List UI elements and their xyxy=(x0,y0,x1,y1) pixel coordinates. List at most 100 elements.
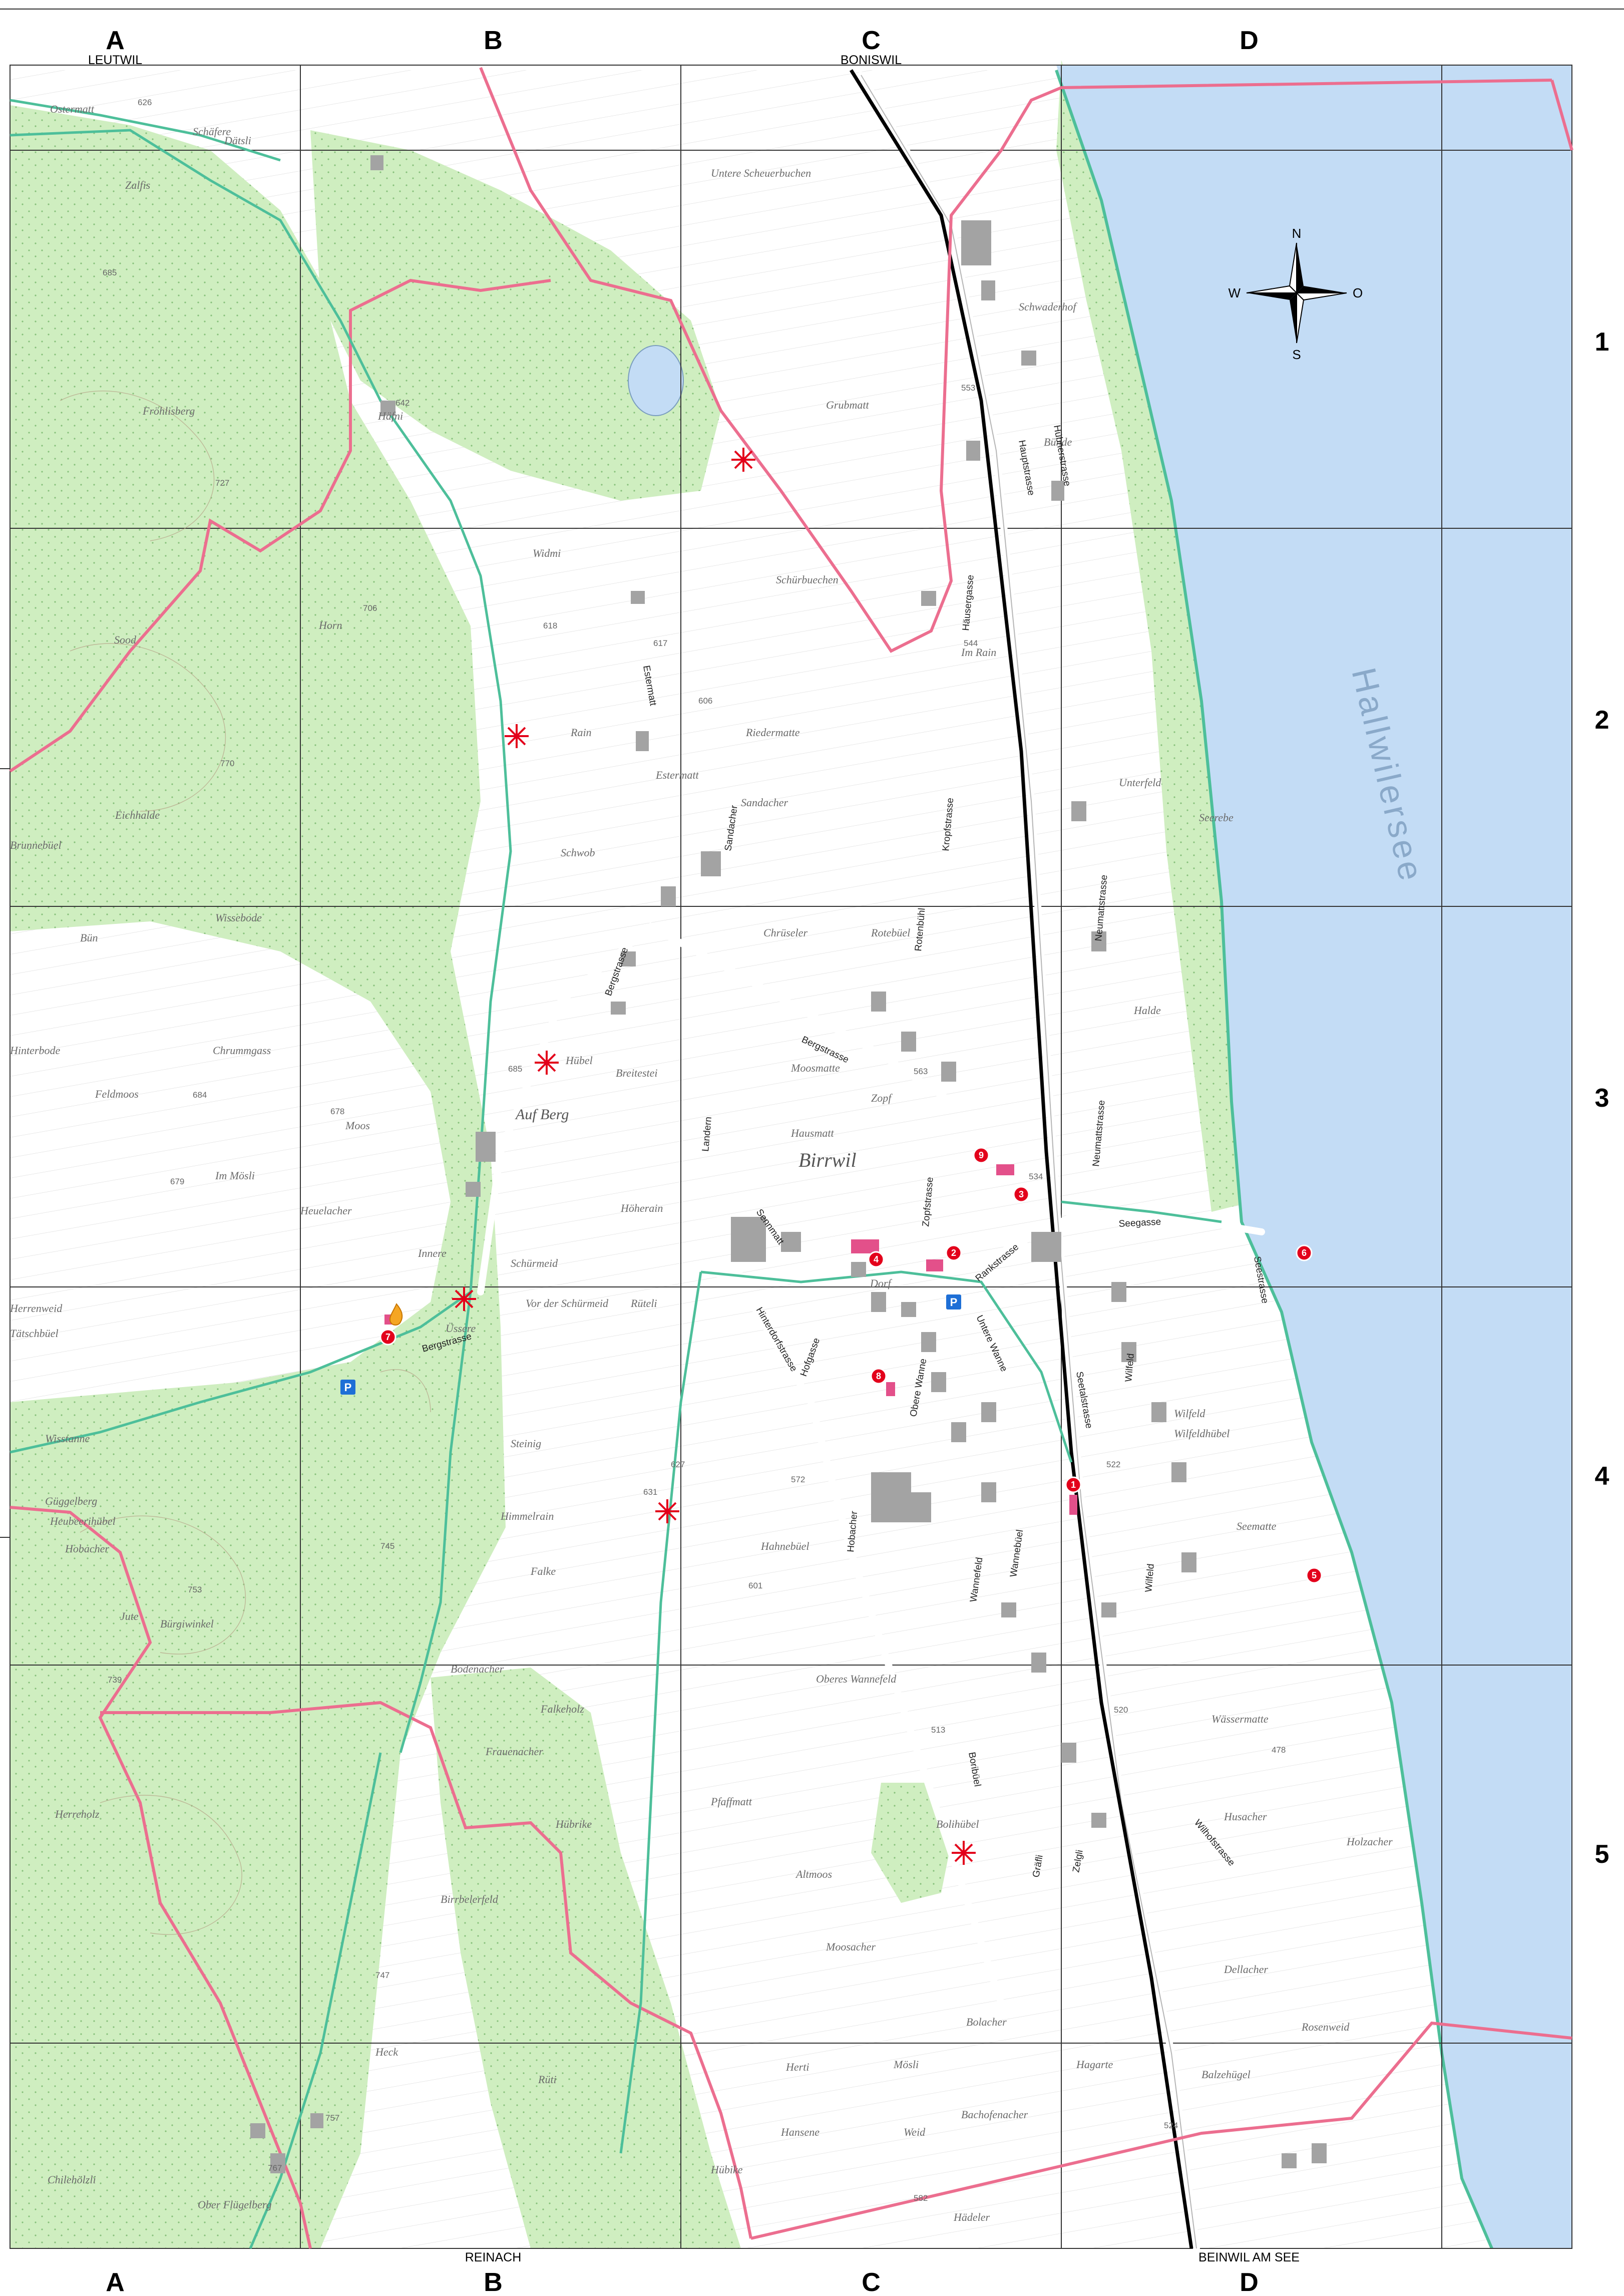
marker-4-number: 4 xyxy=(874,1254,879,1264)
locality-label: Chrummgass xyxy=(213,1044,271,1057)
marker-9: 9 xyxy=(973,1147,990,1164)
elevation-label: 679 xyxy=(170,1177,184,1186)
elevation-label: 553 xyxy=(961,383,975,393)
marker-3: 3 xyxy=(1013,1186,1030,1203)
locality-label: Zalfis xyxy=(125,179,150,191)
locality-label: Zopf xyxy=(871,1092,893,1104)
locality-label: Dellacher xyxy=(1224,1963,1268,1976)
elevation-label: 582 xyxy=(914,2193,928,2203)
locality-label: Hinterbode xyxy=(10,1044,60,1057)
locality-label: Schürbuechen xyxy=(776,573,839,586)
marker-2: 2 xyxy=(945,1244,962,1261)
marker-6: 6 xyxy=(1296,1244,1313,1261)
locality-label: Grubmatt xyxy=(826,399,869,411)
compass-icon xyxy=(1297,243,1304,293)
locality-label: Sandacher xyxy=(741,796,788,809)
marker-9-number: 9 xyxy=(979,1150,984,1160)
locality-label: Schäfere xyxy=(193,125,231,138)
elevation-label: 626 xyxy=(138,98,152,107)
locality-label: Schwob xyxy=(561,846,595,859)
locality-label: Wässermatte xyxy=(1211,1713,1269,1725)
locality-label: Schürmeid xyxy=(511,1257,558,1269)
elevation-label: 770 xyxy=(220,759,234,768)
locality-label: Rain xyxy=(570,726,592,739)
locality-label: Seematte xyxy=(1237,1520,1277,1532)
parking-icon: P xyxy=(946,1294,961,1309)
marker-4: 4 xyxy=(868,1251,885,1268)
locality-labels: Dätsli Schäfere Zalfis Ostermatt Häfni F… xyxy=(10,103,1393,2223)
forest-lakeshore xyxy=(1056,60,1252,1212)
buildings xyxy=(250,155,1327,2173)
locality-label: Weid xyxy=(904,2126,926,2138)
grid xyxy=(10,65,1572,2249)
locality-label: Falkeholz xyxy=(540,1703,584,1715)
elevation-label: 631 xyxy=(643,1487,657,1497)
compass-s: S xyxy=(1292,347,1301,362)
locality-label: Feldmoos xyxy=(95,1088,139,1100)
locality-label: Im Rain xyxy=(961,646,996,659)
locality-label: Dorf xyxy=(870,1277,892,1289)
grid-labels-bottom: A B C D xyxy=(106,2268,1259,2296)
forest-north xyxy=(310,130,721,501)
elevation-label: 524 xyxy=(1164,2121,1178,2130)
marker-7-number: 7 xyxy=(385,1332,390,1342)
locality-label: Oberes Wannefeld xyxy=(816,1673,897,1685)
elevation-labels: 626 685 727 706 770 684 678 679 745 753 … xyxy=(103,98,1286,2203)
locality-label: Bün xyxy=(80,931,98,944)
locality-label: Moosacher xyxy=(826,1940,876,1953)
elevation-label: 642 xyxy=(395,398,410,408)
parking-label: P xyxy=(950,1296,958,1308)
star-icon xyxy=(452,1287,476,1311)
elevation-label: 563 xyxy=(914,1067,928,1076)
elevation-label: 747 xyxy=(375,1971,389,1980)
contours xyxy=(60,390,431,1935)
locality-label: Bürgiwinkel xyxy=(160,1617,214,1630)
col-label-bottom-b: B xyxy=(484,2268,503,2296)
map-frame xyxy=(10,65,1572,2249)
locality-label: Hahnebüel xyxy=(760,1540,809,1552)
locality-label: Schwaderhof xyxy=(1019,300,1077,313)
row-label-5: 5 xyxy=(1595,1840,1609,1869)
forest-bolihuebel xyxy=(871,1783,951,1903)
locality-label: Eichhalde xyxy=(115,809,160,821)
locality-label: Chrüseler xyxy=(763,926,807,939)
edge-beinwil: BEINWIL AM SEE xyxy=(1198,2250,1300,2264)
locality-label: Häfni xyxy=(377,410,403,422)
elevation-label: 678 xyxy=(330,1107,344,1116)
grid-labels-right: 1 2 3 4 5 xyxy=(1595,327,1609,1869)
locality-label: Husacher xyxy=(1224,1810,1267,1823)
street-label: Wilfeld xyxy=(1123,1353,1136,1383)
locality-label: Mösli xyxy=(893,2058,919,2071)
locality-label: Wissebode xyxy=(215,911,262,924)
parking-icons: P P xyxy=(340,1294,961,1395)
locality-label: Estermatt xyxy=(655,769,699,781)
marker-2-number: 2 xyxy=(951,1248,956,1258)
locality-label: Wilfeld xyxy=(1174,1407,1205,1420)
locality-label: Bachofenacher xyxy=(961,2108,1028,2121)
locality-label: Hausmatt xyxy=(790,1127,834,1139)
locality-label: Ober Flügelberg xyxy=(198,2198,272,2211)
locality-label: Herrenweid xyxy=(10,1302,63,1315)
locality-label: Halde xyxy=(1133,1004,1161,1017)
municipal-borders xyxy=(9,67,1573,2249)
elevation-label: 627 xyxy=(671,1460,685,1469)
elevation-label: 513 xyxy=(931,1725,945,1735)
elevation-label: 685 xyxy=(103,268,117,277)
compass-w: W xyxy=(1228,285,1241,300)
locality-label: Moos xyxy=(345,1119,370,1132)
locality-label: Bünde xyxy=(1044,436,1072,448)
locality-label: Moosmatte xyxy=(790,1062,840,1074)
col-label-top-b: B xyxy=(484,26,503,55)
marker-1: 1 xyxy=(1065,1476,1082,1493)
locality-label: Pfaffmatt xyxy=(710,1795,752,1808)
locality-label: Unterfeld xyxy=(1119,776,1161,789)
locality-label: Untere Scheuerbuchen xyxy=(711,167,811,179)
locality-label: Güggelberg xyxy=(45,1495,97,1507)
marker-8: 8 xyxy=(870,1368,887,1385)
elevation-label: 544 xyxy=(964,638,978,648)
locality-label: Brunnebüel xyxy=(10,839,62,851)
viewpoint-stars xyxy=(452,448,976,1865)
locality-label: Heubeerihübel xyxy=(50,1515,116,1527)
locality-label: Ostermatt xyxy=(50,103,95,115)
